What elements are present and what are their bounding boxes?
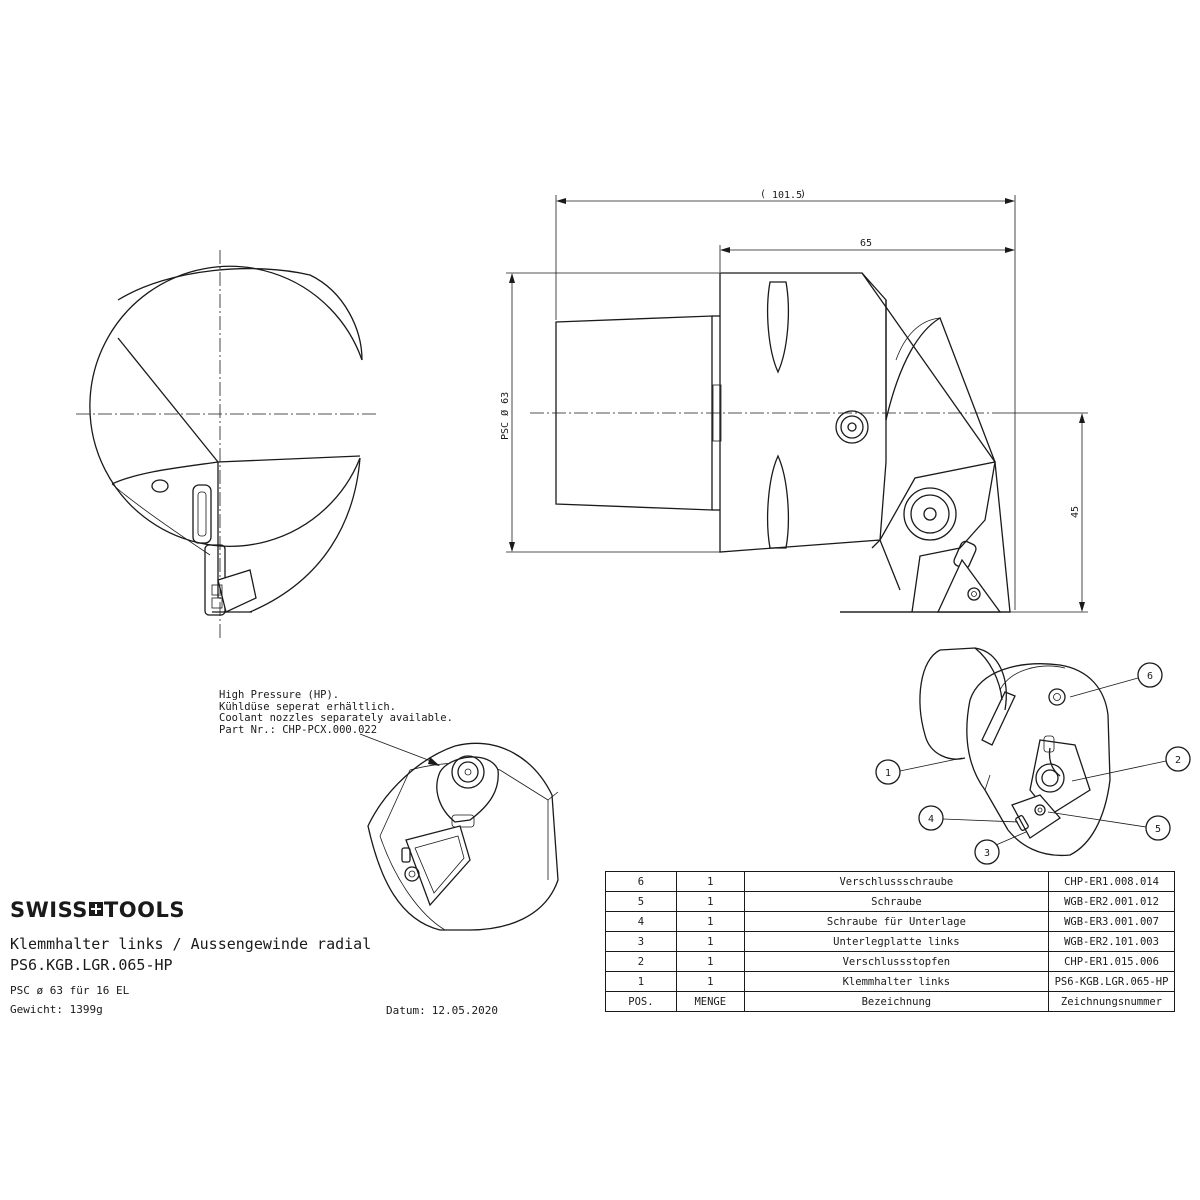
bom-drawing-number: WGB-ER2.001.012 [1048, 891, 1175, 912]
bom-header-description: Bezeichnung [743, 991, 1050, 1012]
iso-view [919, 647, 1111, 857]
bom-pos: 5 [605, 891, 677, 912]
bom-drawing-number: WGB-ER3.001.007 [1048, 911, 1175, 932]
balloon-1: 1 [885, 768, 891, 779]
date-label: Datum: [386, 1004, 426, 1017]
bom-qty: 1 [675, 971, 745, 992]
bom-drawing-number: CHP-ER1.015.006 [1048, 951, 1175, 972]
brand-logo: SWISS TOOLS [10, 898, 185, 922]
bom-pos: 3 [605, 931, 677, 952]
balloons: 6 2 1 4 5 3 [875, 662, 1191, 865]
bom-pos: 2 [605, 951, 677, 972]
part-number: PS6.KGB.LGR.065-HP [10, 956, 173, 974]
bom-qty: 1 [675, 931, 745, 952]
hp-note-line-3: Coolant nozzles separately available. [219, 712, 453, 724]
hp-note: High Pressure (HP). Kühldüse seperat erh… [219, 689, 453, 736]
hp-note-line-1: High Pressure (HP). [219, 689, 340, 701]
bom-drawing-number: CHP-ER1.008.014 [1048, 871, 1175, 892]
bom-pos: 6 [605, 871, 677, 892]
bom-description: Schraube für Unterlage [743, 911, 1050, 932]
bom-description: Schraube [743, 891, 1050, 912]
bom-header-pos: POS. [605, 991, 677, 1012]
weight: Gewicht: 1399g [10, 1003, 103, 1016]
drawing-title: Klemmhalter links / Aussengewinde radial [10, 935, 372, 953]
bom-qty: 1 [675, 911, 745, 932]
balloon-2: 2 [1175, 755, 1181, 766]
detail-view [359, 733, 559, 931]
bom-header-drawing-number: Zeichnungsnummer [1048, 991, 1175, 1012]
bom-pos: 1 [605, 971, 677, 992]
swiss-cross-icon [88, 902, 103, 916]
table-row: 5 1 Schraube WGB-ER2.001.012 [605, 891, 1175, 912]
drawing-date: Datum: 12.05.2020 [386, 1004, 498, 1017]
table-row: 1 1 Klemmhalter links PS6-KGB.LGR.065-HP [605, 971, 1175, 992]
bom-pos: 4 [605, 911, 677, 932]
psc-spec: PSC ø 63 für 16 EL [10, 984, 130, 997]
bom-drawing-number: PS6-KGB.LGR.065-HP [1048, 971, 1175, 992]
table-row: 2 1 Verschlussstopfen CHP-ER1.015.006 [605, 951, 1175, 972]
bom-qty: 1 [675, 951, 745, 972]
end-view [76, 250, 378, 640]
table-row: 6 1 Verschlussschraube CHP-ER1.008.014 [605, 871, 1175, 892]
table-header-row: POS. MENGE Bezeichnung Zeichnungsnummer [605, 991, 1175, 1012]
parts-list-body: 6 1 Verschlussschraube CHP-ER1.008.014 5… [605, 871, 1175, 1012]
brand-right: TOOLS [103, 898, 185, 922]
hp-note-line-2: Kühldüse seperat erhältlich. [219, 700, 397, 713]
date-value: 12.05.2020 [431, 1004, 498, 1017]
bom-description: Verschlussstopfen [743, 951, 1050, 972]
side-view: ( 101.5 ) 65 PSC Ø 63 45 [499, 189, 1088, 613]
dim-head-length: 65 [860, 238, 872, 249]
balloon-6: 6 [1147, 671, 1153, 682]
bom-qty: 1 [675, 871, 745, 892]
bom-description: Verschlussschraube [743, 871, 1050, 892]
bom-qty: 1 [675, 891, 745, 912]
dim-overall-paren-open: ( [760, 189, 766, 200]
table-row: 4 1 Schraube für Unterlage WGB-ER3.001.0… [605, 911, 1175, 932]
bom-drawing-number: WGB-ER2.101.003 [1048, 931, 1175, 952]
hp-note-line-4: Part Nr.: CHP-PCX.000.022 [219, 723, 378, 736]
dim-overall-paren-close: ) [800, 189, 806, 200]
brand-left: SWISS [10, 898, 88, 922]
bom-description: Unterlegplatte links [743, 931, 1050, 952]
balloon-5: 5 [1155, 824, 1161, 835]
bom-header-qty: MENGE [675, 991, 745, 1012]
bom-description: Klemmhalter links [743, 971, 1050, 992]
balloon-3: 3 [984, 848, 990, 859]
balloon-4: 4 [928, 814, 934, 825]
dim-psc-diameter: PSC Ø 63 [499, 392, 511, 440]
table-row: 3 1 Unterlegplatte links WGB-ER2.101.003 [605, 931, 1175, 952]
dim-height-45: 45 [1070, 506, 1081, 518]
dim-overall-length: 101.5 [772, 190, 802, 201]
parts-list-table: 6 1 Verschlussschraube CHP-ER1.008.014 5… [605, 871, 1175, 1012]
